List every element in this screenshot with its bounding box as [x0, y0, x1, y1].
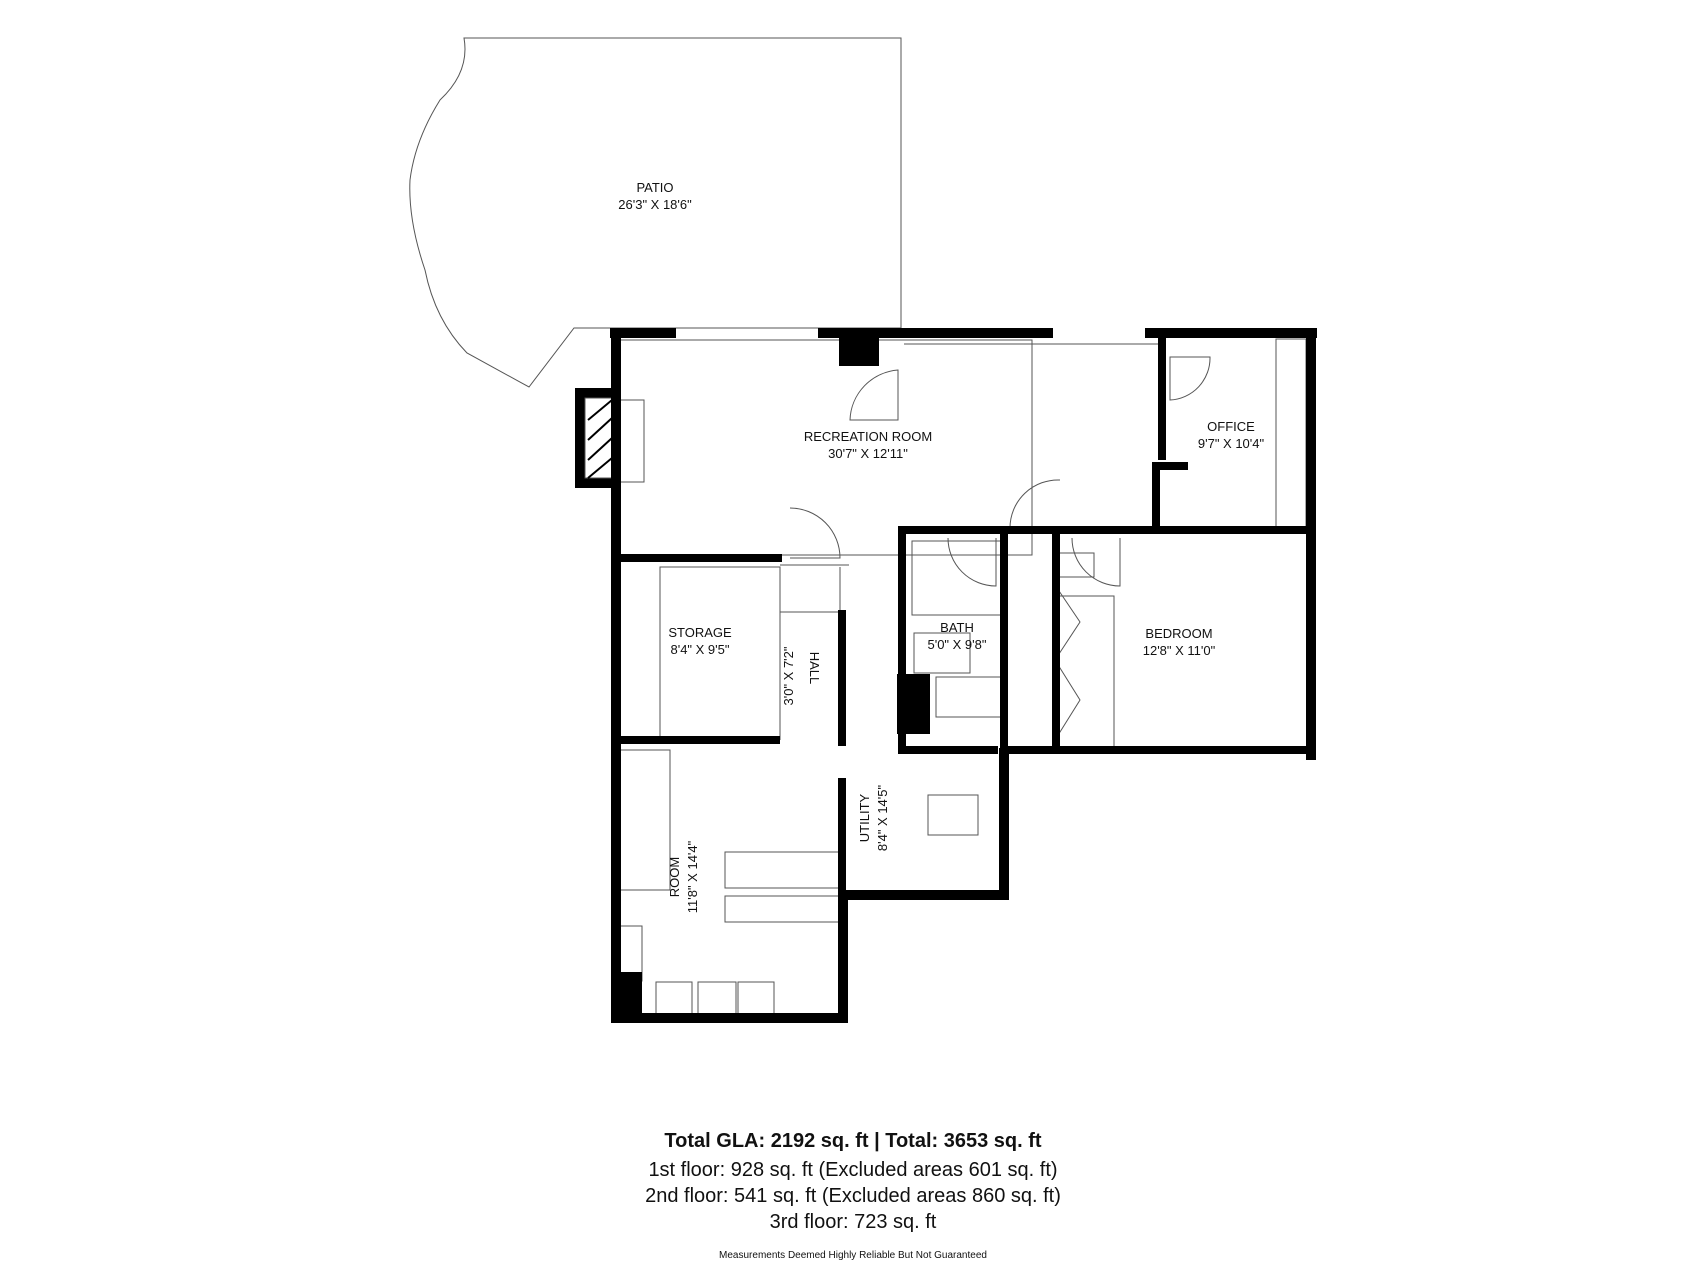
first-floor-area: 1st floor: 928 sq. ft (Excluded areas 60…	[648, 1159, 1058, 1181]
third-floor-area: 3rd floor: 723 sq. ft	[769, 1211, 937, 1233]
hall-dims: 3'0" X 7'2"	[781, 646, 796, 705]
measurement-disclaimer: Measurements Deemed Highly Reliable But …	[719, 1250, 987, 1261]
room-name: ROOM	[667, 857, 682, 897]
office-name: OFFICE	[1207, 419, 1255, 434]
bedroom-dims: 12'8" X 11'0"	[1143, 643, 1216, 658]
walls	[610, 328, 1317, 1023]
patio-area	[409, 37, 902, 388]
utility-name: UTILITY	[857, 793, 872, 842]
recreation-room-name: RECREATION ROOM	[804, 429, 932, 444]
office-dims: 9'7" X 10'4"	[1198, 436, 1265, 451]
bath-name: BATH	[940, 620, 974, 635]
fireplace	[575, 388, 618, 488]
bath-dims: 5'0" X 9'8"	[927, 637, 986, 652]
room-dims: 11'8" X 14'4"	[685, 840, 700, 913]
total-area-summary: Total GLA: 2192 sq. ft | Total: 3653 sq.…	[664, 1130, 1042, 1152]
patio-name: PATIO	[636, 180, 673, 195]
floor-plan: PATIO 26'3" X 18'6" RECREATION ROOM 30'7…	[409, 37, 1317, 1023]
storage-name: STORAGE	[668, 625, 732, 640]
door-swings	[789, 356, 1211, 741]
recreation-room-dims: 30'7" X 12'11"	[828, 446, 908, 461]
storage-dims: 8'4" X 9'5"	[670, 642, 729, 657]
second-floor-area: 2nd floor: 541 sq. ft (Excluded areas 86…	[645, 1185, 1061, 1207]
utility-dims: 8'4" X 14'5"	[875, 785, 890, 852]
bedroom-name: BEDROOM	[1145, 626, 1212, 641]
room-labels: PATIO 26'3" X 18'6" RECREATION ROOM 30'7…	[618, 180, 1264, 913]
patio-dims: 26'3" X 18'6"	[618, 197, 692, 212]
hall-name: HALL	[807, 652, 822, 685]
